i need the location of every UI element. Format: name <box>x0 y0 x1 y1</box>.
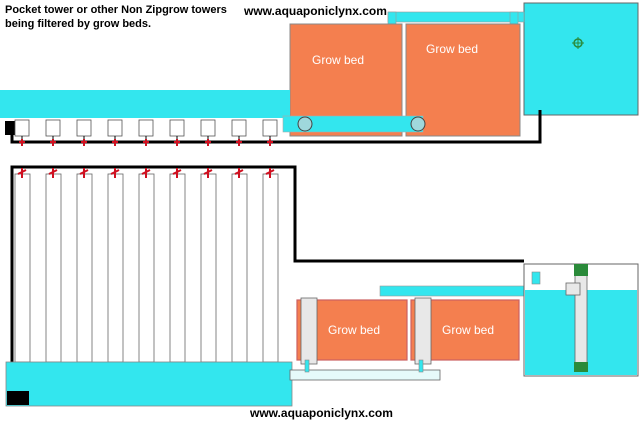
bottom-drip-emitter <box>48 168 58 178</box>
top-tower-cap <box>169 119 185 137</box>
top-drip-emitter <box>143 139 149 146</box>
bottom-tower <box>14 173 31 363</box>
bottom-siphon-1 <box>300 297 318 365</box>
top-grow-bed-1-label: Grow bed <box>312 53 364 67</box>
bottom-tower <box>45 173 62 363</box>
bottom-drip-emitter <box>110 168 120 178</box>
top-drip-emitter <box>267 139 273 146</box>
top-drain-fitting-1 <box>297 116 313 132</box>
bottom-tower-row <box>14 167 279 380</box>
bottom-tower <box>138 173 155 363</box>
bottom-siphon-2 <box>414 297 432 365</box>
bottom-drip-emitter <box>141 168 151 178</box>
bottom-sump-channel <box>5 361 293 407</box>
bottom-drip-emitter <box>234 168 244 178</box>
top-tower-cap <box>231 119 247 137</box>
top-tower-row <box>14 119 278 146</box>
bottom-supply-pipe <box>10 165 524 378</box>
top-grow-bed-2 <box>405 23 521 137</box>
top-tower-cap <box>76 119 92 137</box>
top-tower-cap <box>262 119 278 137</box>
bottom-drip-emitter <box>265 168 275 178</box>
top-feed-channel <box>0 90 290 118</box>
bottom-grow-bed-2-label: Grow bed <box>442 323 494 337</box>
top-fish-tank <box>523 2 639 116</box>
title-line-2: being filtered by grow beds. <box>5 18 152 30</box>
bottom-tower <box>231 173 248 363</box>
bottom-pump <box>7 391 29 405</box>
top-tower-cap <box>138 119 154 137</box>
top-drip-emitter <box>81 139 87 146</box>
bottom-drip-emitter <box>79 168 89 178</box>
top-drain-fitting-2 <box>410 116 426 132</box>
bottom-tower <box>262 173 279 363</box>
top-tower-cap <box>107 119 123 137</box>
title-line-1: Pocket tower or other Non Zipgrow towers <box>5 4 227 16</box>
bottom-drip-emitter <box>203 168 213 178</box>
top-drip-emitter <box>19 139 25 146</box>
website-bottom: www.aquaponiclynx.com <box>250 406 393 420</box>
top-drip-emitter <box>236 139 242 146</box>
top-drip-emitter <box>112 139 118 146</box>
bottom-tower <box>169 173 186 363</box>
top-grow-bed-2-label: Grow bed <box>426 42 478 56</box>
top-drip-emitter <box>205 139 211 146</box>
bottom-drip-emitter <box>172 168 182 178</box>
bottom-return-pipe <box>289 369 441 381</box>
top-supply-pipe <box>387 11 525 23</box>
bottom-tower <box>200 173 217 363</box>
top-drip-emitter <box>50 139 56 146</box>
top-tower-cap <box>45 119 61 137</box>
bottom-tower <box>76 173 93 363</box>
top-tower-cap <box>200 119 216 137</box>
bottom-grow-bed-1-label: Grow bed <box>328 323 380 337</box>
bottom-drip-emitter <box>17 168 27 178</box>
bottom-tower <box>107 173 124 363</box>
top-tower-cap <box>14 119 30 137</box>
top-drip-emitter <box>174 139 180 146</box>
website-top: www.aquaponiclynx.com <box>244 4 387 18</box>
